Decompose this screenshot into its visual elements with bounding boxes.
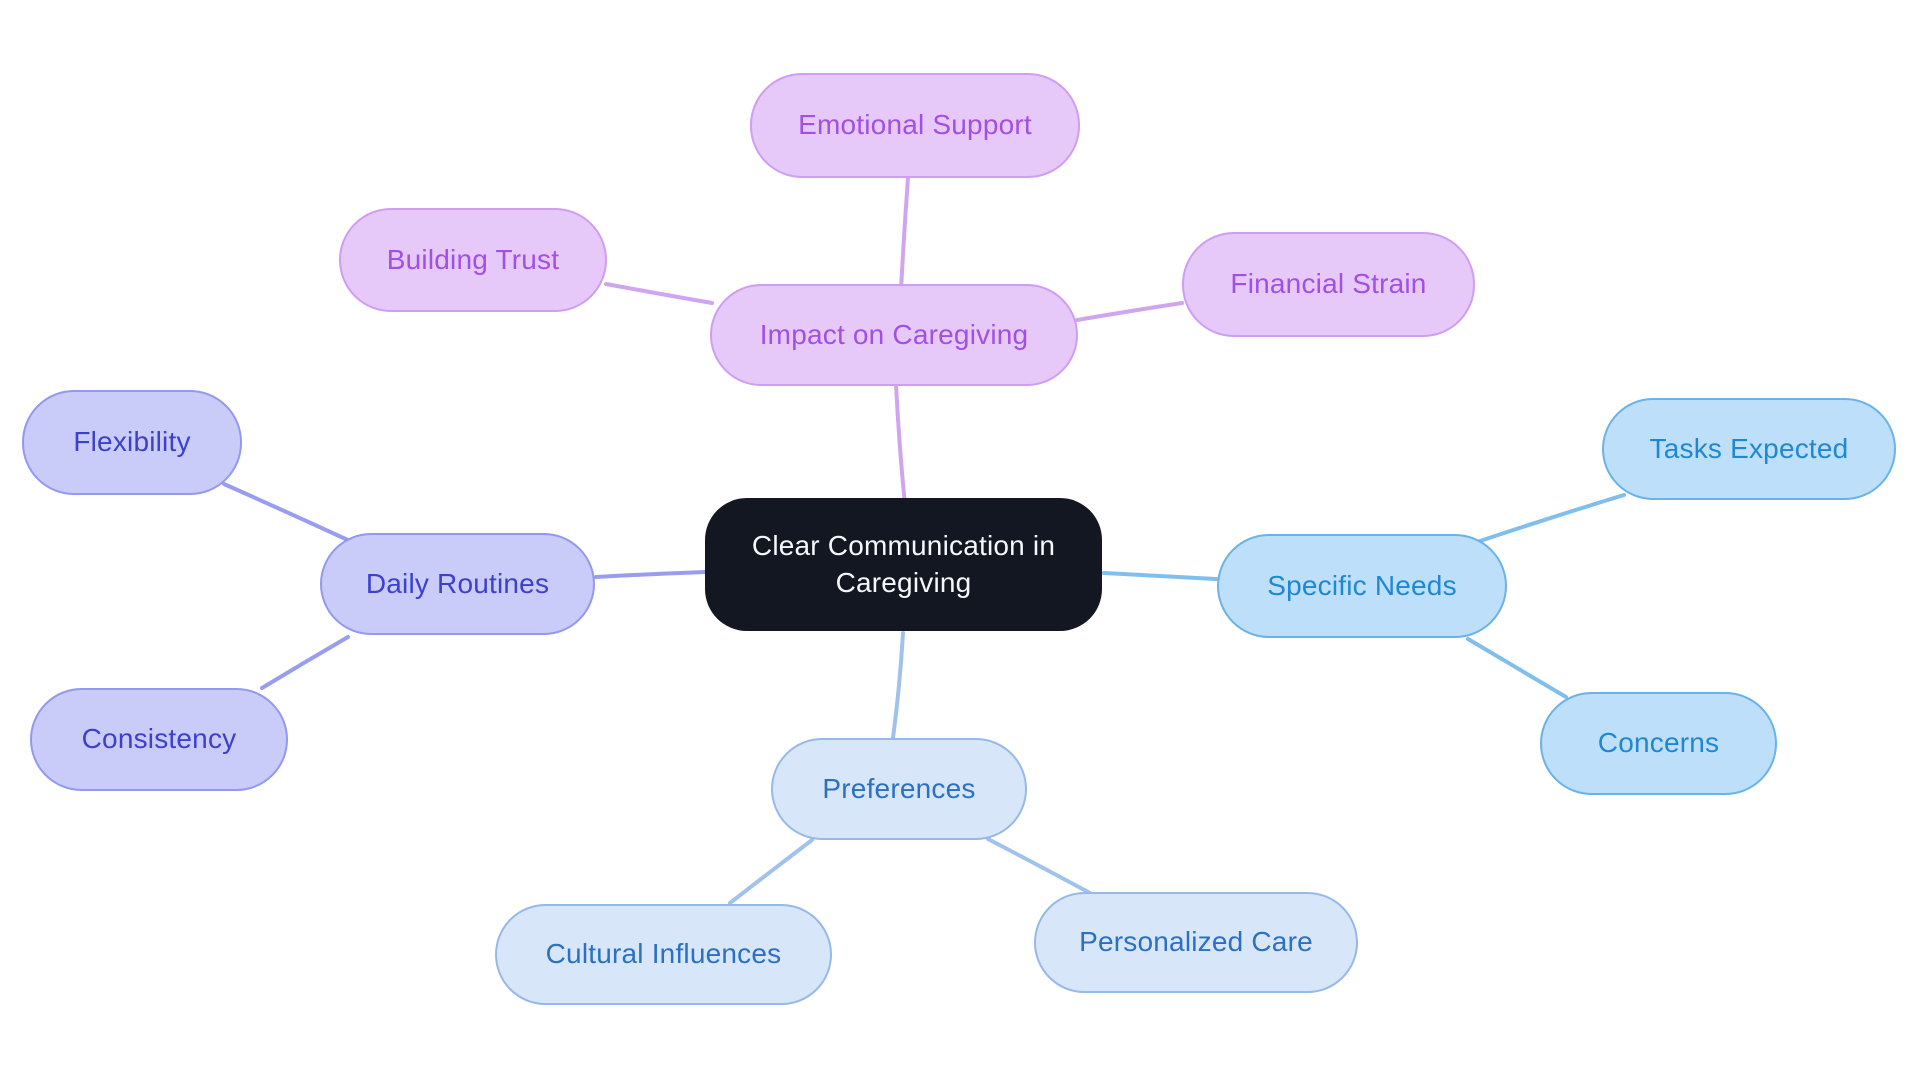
node-label: Daily Routines <box>365 567 550 599</box>
node-specific-needs: Specific Needs <box>1217 534 1507 638</box>
edge-center-to-impact <box>894 382 907 507</box>
node-flexibility: Flexibility <box>22 390 242 495</box>
node-label: Concerns <box>1597 727 1720 759</box>
edge-specific-needs-to-tasks-expected <box>1478 493 1626 543</box>
node-impact-on-caregiving: Impact on Caregiving <box>710 284 1078 386</box>
node-label: Cultural Influences <box>545 938 782 970</box>
node-tasks-expected: Tasks Expected <box>1602 398 1896 500</box>
node-building-trust: Building Trust <box>339 208 607 312</box>
edge-impact-to-building-trust <box>604 282 714 305</box>
node-label: Flexibility <box>73 426 191 458</box>
node-cultural-influences: Cultural Influences <box>495 904 832 1005</box>
node-label: Tasks Expected <box>1649 432 1849 464</box>
node-label: Building Trust <box>386 243 560 275</box>
edge-preferences-to-cultural-influences <box>728 838 814 905</box>
edge-center-to-preferences <box>891 631 905 740</box>
edge-impact-to-financial-strain <box>1075 301 1184 322</box>
node-label: Specific Needs <box>1267 569 1457 601</box>
node-label: Emotional Support <box>798 109 1032 141</box>
node-clear-communication-in-caregiving: Clear Communication in Caregiving <box>705 498 1102 631</box>
node-label: Preferences <box>822 772 976 804</box>
node-label: Personalized Care <box>1079 926 1313 958</box>
node-personalized-care: Personalized Care <box>1034 892 1358 993</box>
node-consistency: Consistency <box>30 688 288 791</box>
edge-center-to-specific-needs <box>1102 571 1218 581</box>
edge-center-to-daily-routines <box>594 570 708 579</box>
node-emotional-support: Emotional Support <box>750 73 1080 178</box>
edge-daily-routines-to-flexibility <box>222 482 352 543</box>
node-label: Clear Communication in Caregiving <box>751 530 1056 598</box>
node-daily-routines: Daily Routines <box>320 533 595 635</box>
node-label: Consistency <box>81 723 237 755</box>
edge-daily-routines-to-consistency <box>260 635 350 690</box>
node-preferences: Preferences <box>771 738 1027 840</box>
node-label: Impact on Caregiving <box>759 318 1029 350</box>
edge-impact-to-emotional-support <box>899 176 910 292</box>
edge-preferences-to-personalized-care <box>986 837 1092 895</box>
node-financial-strain: Financial Strain <box>1182 232 1475 337</box>
node-label: Financial Strain <box>1230 268 1427 300</box>
node-concerns: Concerns <box>1540 692 1777 795</box>
edge-specific-needs-to-concerns <box>1466 637 1568 699</box>
